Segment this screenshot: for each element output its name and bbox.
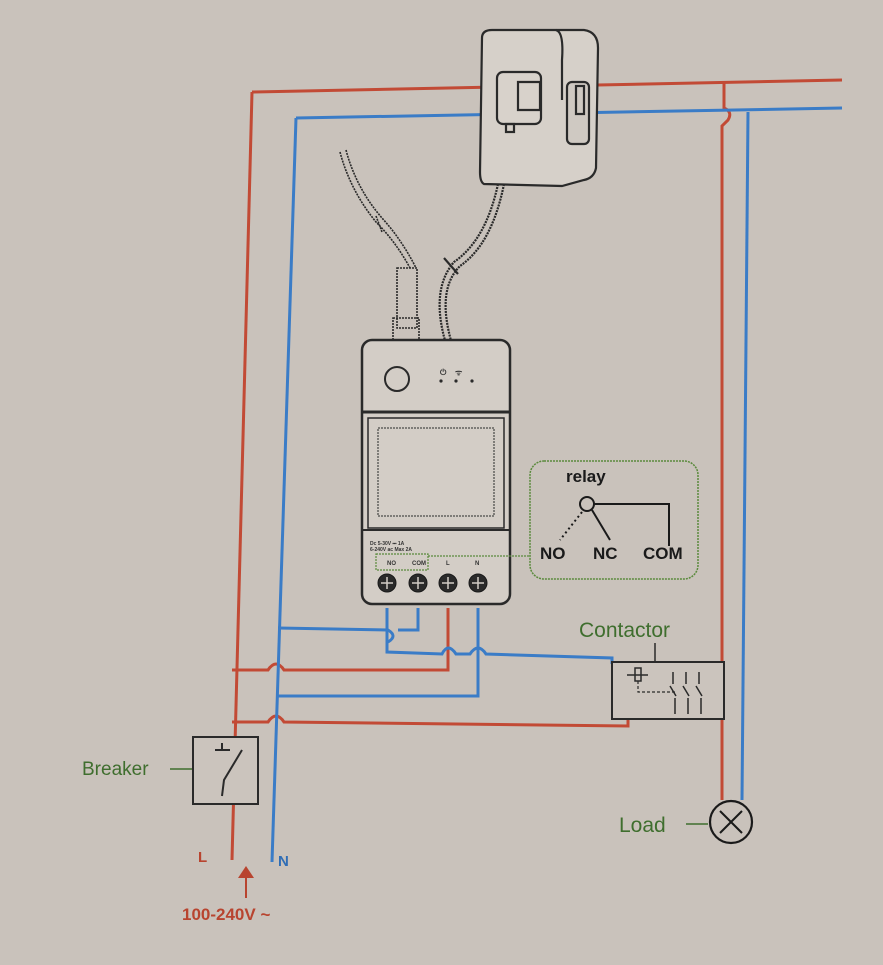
breaker-label: Breaker [82, 759, 149, 780]
contactor: Contactor [579, 619, 725, 720]
supply-voltage-label: 100-240V ~ [182, 905, 270, 924]
relay-terminal-com: COM [643, 544, 683, 563]
device-button[interactable] [384, 366, 410, 392]
current-clamp-sensor [438, 28, 600, 345]
svg-text:6-240V ac Max 2A: 6-240V ac Max 2A [370, 547, 412, 553]
relay-callout: relay NO NC COM [529, 460, 699, 580]
load: Load [619, 799, 754, 845]
wifi-icon: ᯤ [455, 368, 463, 377]
terminal-label-n: N [475, 561, 479, 567]
power-icon: ⏻ [440, 368, 447, 377]
neutral-to-device-N [276, 608, 480, 698]
breaker: Breaker [82, 736, 259, 805]
device-terminals [377, 573, 488, 593]
relay-terminal-no: NO [540, 544, 566, 563]
terminal-label-l: L [446, 561, 450, 567]
relay-terminal-nc: NC [593, 544, 618, 563]
live-right-vertical [720, 82, 732, 800]
antenna-cable [339, 149, 420, 343]
live-wires [230, 78, 843, 861]
neutral-NO-stub [385, 608, 614, 664]
svg-text:Dc 5-30V ⎓ 1A: Dc 5-30V ⎓ 1A [370, 541, 405, 547]
relay-title: relay [566, 467, 606, 486]
neutral-wires [270, 106, 843, 863]
neutral-left-vertical [270, 117, 298, 863]
neutral-label: N [278, 853, 289, 870]
neutral-COM [398, 608, 420, 632]
live-left-vertical [230, 91, 254, 861]
supply-labels: L N 100-240V ~ [182, 849, 289, 924]
terminal-label-com: COM [412, 561, 426, 567]
contactor-label: Contactor [579, 619, 670, 642]
lamp-icon [708, 799, 754, 845]
terminal-label-no: NO [387, 561, 396, 567]
supply-arrow-icon [238, 866, 254, 898]
load-label: Load [619, 814, 666, 837]
live-to-device-L [232, 608, 450, 672]
relay-pivot [579, 496, 595, 512]
smart-meter-device: ⏻ ᯤ Dc 5-30V ⎓ 1A 6-240V ac Max 2A NO CO… [360, 338, 530, 606]
neutral-to-device-NO [277, 626, 395, 644]
neutral-right-vertical [740, 111, 750, 801]
live-label: L [198, 849, 207, 866]
live-to-contactor [232, 714, 630, 728]
